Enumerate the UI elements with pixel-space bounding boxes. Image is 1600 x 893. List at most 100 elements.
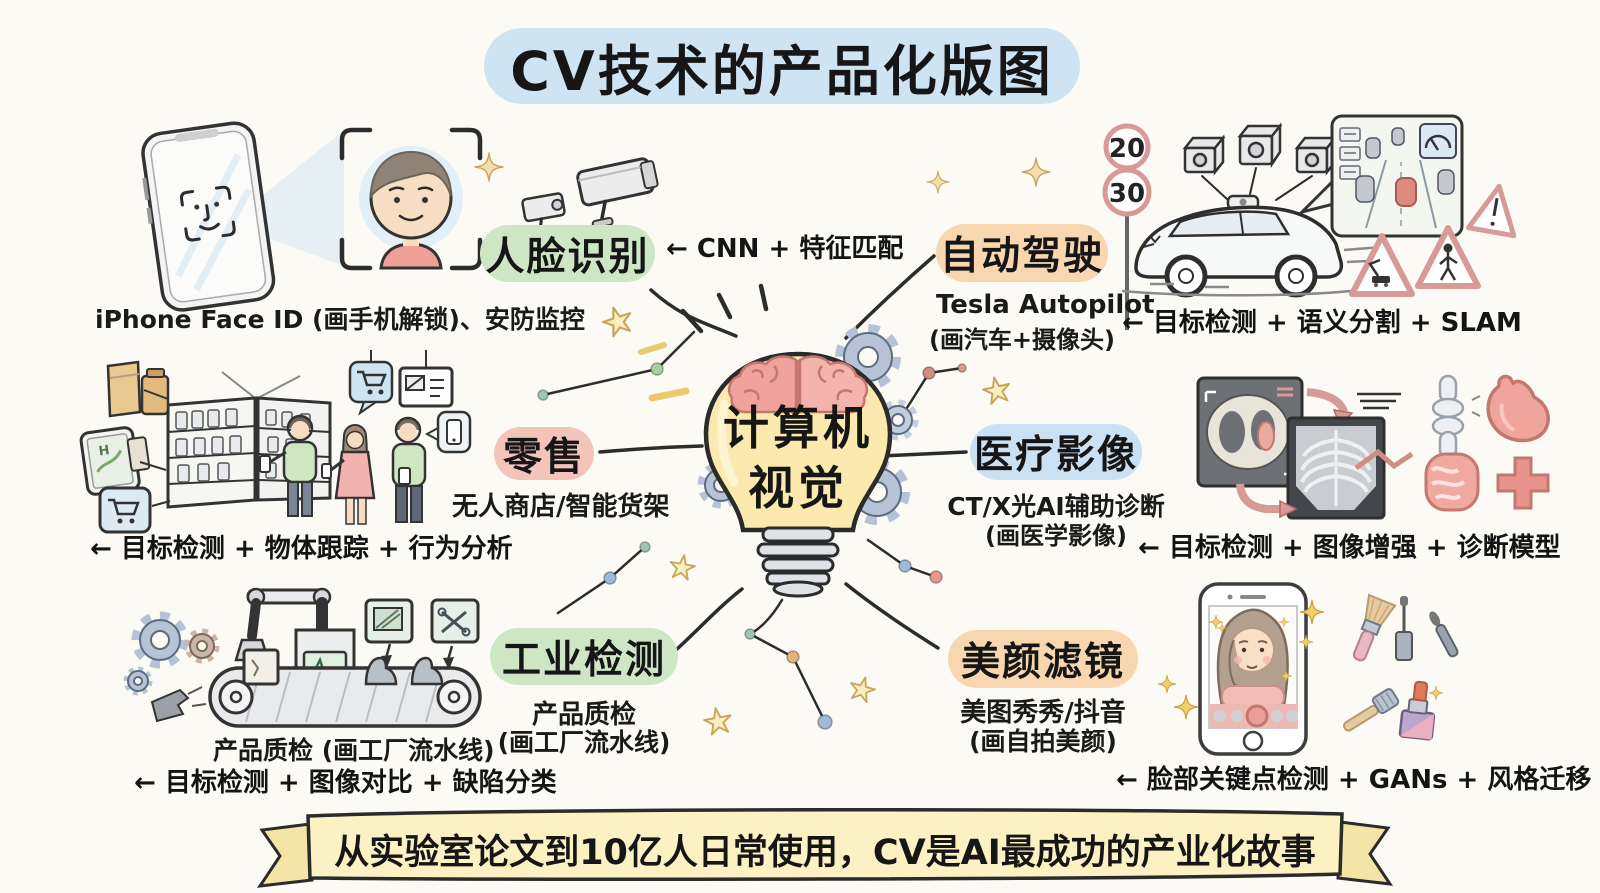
sensor-camera-icon: [1294, 134, 1338, 176]
inspection-screen: [430, 598, 480, 670]
shopper-person: [321, 424, 376, 525]
tech-note-face: ← CNN + 特征匹配: [666, 234, 904, 264]
banner-ribbon: [256, 807, 1394, 888]
sensor-camera-icon: [1237, 122, 1283, 169]
caption-industrial-1: 产品质检: [531, 700, 636, 730]
selfie-phone-icon: [1198, 582, 1308, 756]
sparkle-icon: [1022, 158, 1050, 186]
makeup-brush-icon: [1352, 593, 1397, 662]
speed-sign-30-text: 30: [1109, 179, 1145, 209]
brain-icon: [728, 355, 868, 414]
speed-sign-30: [1102, 167, 1152, 217]
face-brackets: [339, 127, 483, 271]
branch-label-medical: 医疗影像: [970, 424, 1142, 480]
cart-bubble-icon: [348, 360, 394, 416]
caption-beauty-1: 美图秀秀/抖音: [960, 698, 1126, 728]
mascara-icon: [1395, 596, 1413, 661]
map-phone-icon: H: [79, 426, 151, 496]
tech-note-industrial: ← 目标检测 + 图像对比 + 缺陷分类: [134, 768, 557, 798]
defective-part: [150, 686, 207, 723]
bulb-base: [756, 526, 840, 598]
grocery-icon: [106, 360, 170, 418]
warning-triangle-icon: [1466, 183, 1517, 239]
factory-illustration: [123, 587, 482, 728]
gear-icon: [123, 666, 153, 696]
caption-industrial-wide: 产品质检 (画工厂流水线): [213, 736, 495, 765]
scan-beam: [262, 130, 344, 266]
inspection-screen: [364, 598, 414, 668]
sparkle-icon: [1429, 686, 1443, 700]
ct-scan-icon: [1196, 376, 1304, 488]
sparkle-icon: [1158, 675, 1176, 693]
sparkle-icon: [1174, 695, 1198, 719]
caption-face: iPhone Face ID (画手机解锁)、安防监控: [95, 305, 585, 334]
medical-cross-icon: [1496, 456, 1550, 510]
beauty-illustration: [1158, 582, 1459, 756]
warning-triangle-icon: [1349, 233, 1415, 297]
hud-panel: [1297, 114, 1464, 238]
flat-brush-icon: [1342, 688, 1400, 732]
star-icon: [600, 303, 636, 338]
sparkle-icon: [927, 171, 949, 193]
stomach-icon: [1486, 374, 1550, 443]
warning-triangle-icon: [1415, 225, 1481, 289]
tech-note-beauty: ← 脸部关键点检测 + GANs + 风格迁移: [1116, 765, 1592, 795]
connector-retail: [598, 444, 704, 454]
star-icon: [847, 674, 877, 703]
star-icon: [702, 706, 733, 736]
store-shelf: [166, 396, 257, 509]
gear-icon: [131, 611, 189, 669]
branch-label-industrial: 工业检测: [490, 628, 678, 685]
speedometer-icon: [1419, 123, 1457, 159]
connector-industrial: [674, 587, 744, 652]
caption-driving-1: Tesla Autopilot: [936, 290, 1155, 320]
faceid-illustration: [141, 121, 483, 312]
lipstick-icon: [1398, 680, 1436, 741]
knee-joint-icon: [1431, 374, 1465, 460]
star-icon: [668, 553, 696, 580]
cctv-camera-icon: [521, 192, 566, 240]
star-icon: [981, 375, 1012, 405]
cctv-camera-icon: [576, 157, 659, 229]
retail-illustration: H: [79, 350, 472, 534]
connector-face: [649, 288, 738, 338]
shopper-person: [391, 416, 427, 523]
caption-medical-1: CT/X光AI辅助诊断: [947, 492, 1165, 521]
faceid-glyph-icon: [179, 185, 236, 242]
phone-bubble-icon: [424, 410, 472, 454]
liner-brush-icon: [1429, 611, 1459, 658]
caption-industrial-2: (画工厂流水线): [497, 728, 671, 757]
intestine-icon: [1424, 452, 1480, 512]
caption-beauty-2: (画自拍美颜): [969, 727, 1117, 756]
sensor-camera-icon: [1182, 134, 1226, 176]
shopper-person: [259, 414, 318, 517]
tech-note-medical: ← 目标检测 + 图像增强 + 诊断模型: [1138, 533, 1561, 563]
medical-illustration: [1196, 374, 1550, 520]
driving-illustration: 20 30: [1102, 114, 1517, 330]
caption-driving-2: (画汽车+摄像头): [928, 326, 1116, 354]
tech-note-retail: ← 目标检测 + 物体跟踪 + 行为分析: [90, 534, 513, 564]
svg-text:H: H: [98, 443, 111, 459]
caption-retail: 无人商店/智能货架: [452, 492, 670, 522]
robot-arm: [234, 587, 332, 662]
connector-medical: [878, 450, 968, 458]
tech-note-driving: ← 目标检测 + 语义分割 + SLAM: [1122, 308, 1522, 338]
iphone-icon: [141, 121, 276, 312]
detected-car-highlight: [1395, 177, 1417, 207]
light-rays: [680, 283, 769, 334]
speed-sign-20-text: 20: [1109, 134, 1145, 164]
shoe-part: [410, 656, 444, 686]
shoe-part: [364, 656, 398, 686]
home-button: [1242, 730, 1264, 752]
inspected-box: [242, 648, 280, 686]
xray-icon: [1286, 416, 1386, 520]
face-avatar: [369, 150, 453, 270]
center-node-line1: 计算机: [723, 401, 873, 455]
connector-beauty: [844, 582, 940, 650]
branch-label-driving: 自动驾驶: [936, 224, 1108, 282]
banner-text: 从实验室论文到10亿人日常使用，CV是AI最成功的产业化故事: [334, 833, 1316, 873]
branch-label-face: 人脸识别: [480, 225, 655, 282]
caption-medical-2: (画医学影像): [985, 522, 1127, 550]
